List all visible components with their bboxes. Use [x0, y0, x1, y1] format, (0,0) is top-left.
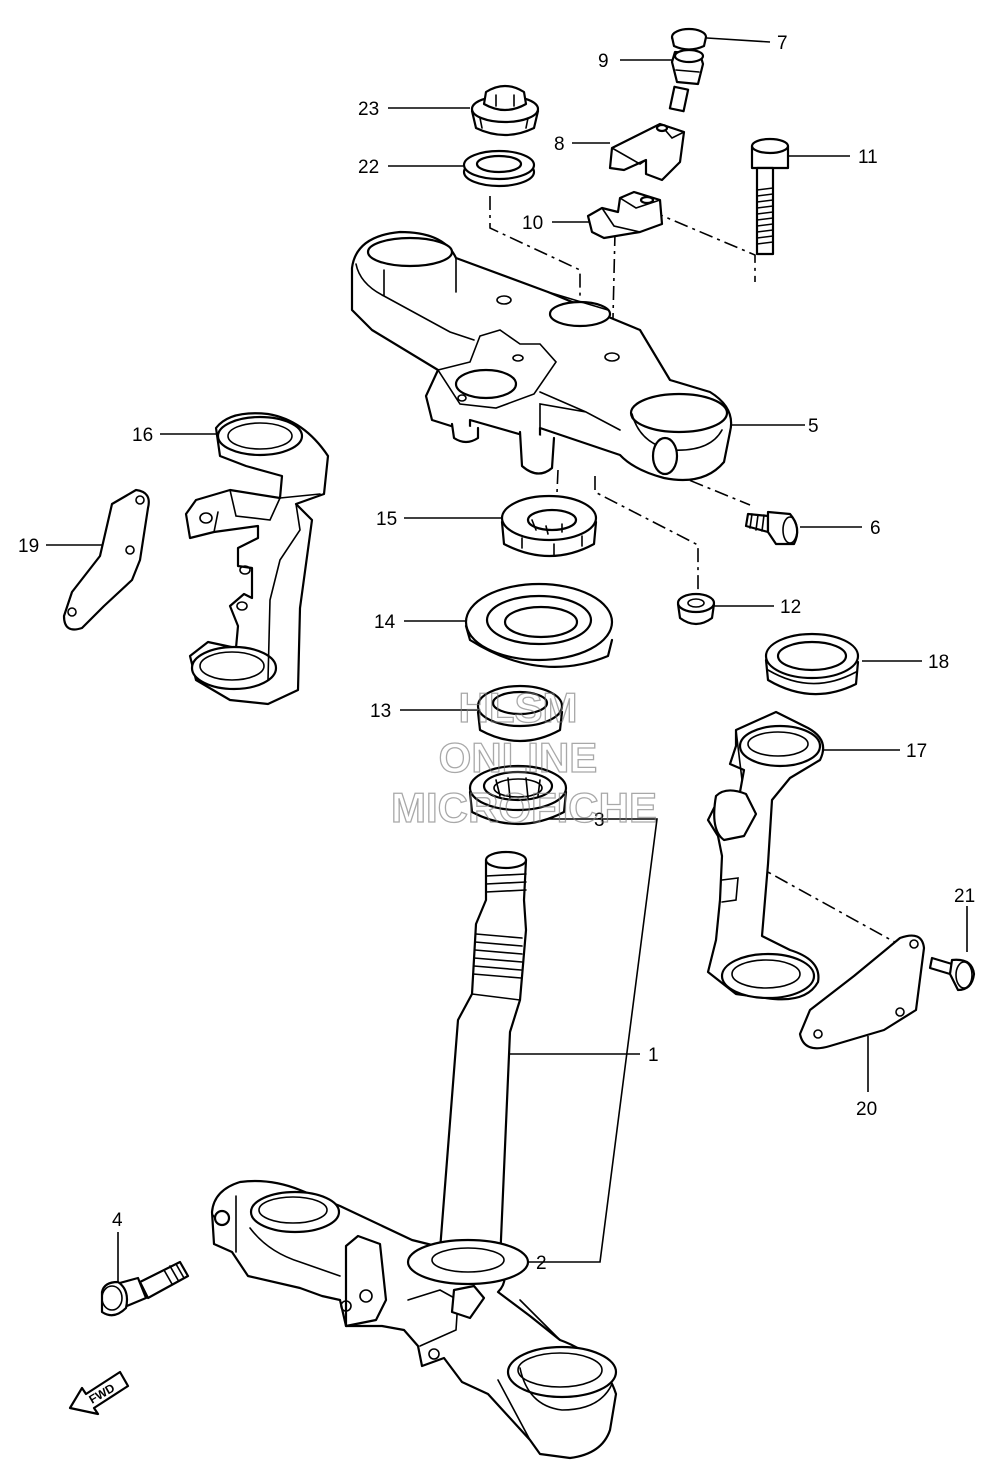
part-10-handlebar-holder-lower: [586, 190, 664, 240]
part-3-bearing-race: [468, 764, 568, 826]
part-9-bolt: [668, 48, 705, 113]
callout-14: 14: [374, 612, 396, 633]
callout-22: 22: [358, 157, 379, 178]
callout-7: 7: [777, 33, 788, 54]
callout-5: 5: [808, 416, 819, 437]
part-21-screw: [928, 956, 976, 992]
part-20-right-bracket-plate: [798, 934, 926, 1050]
part-12-nut: [676, 592, 716, 626]
part-16-left-fork-guard: [184, 412, 330, 706]
callout-12: 12: [780, 597, 801, 618]
part-11-long-bolt: [750, 137, 790, 256]
callout-23: 23: [358, 99, 379, 120]
part-14-dust-seal: [464, 582, 614, 668]
part-4-bolt: [100, 1260, 190, 1317]
part-17-right-fork-guard: [706, 710, 825, 1001]
part-23-cap-nut: [470, 84, 540, 137]
callout-11: 11: [858, 147, 878, 168]
callout-21: 21: [954, 886, 975, 907]
part-8-handlebar-holder-upper: [608, 122, 686, 182]
part-5-upper-bracket: [350, 230, 733, 482]
callout-20: 20: [856, 1099, 877, 1120]
leader-lines: [46, 37, 968, 1282]
callout-15: 15: [376, 509, 397, 530]
callout-1: 1: [648, 1045, 659, 1066]
callout-19: 19: [18, 536, 39, 557]
callout-4: 4: [112, 1210, 123, 1231]
watermark-line-2: ONLINE: [439, 734, 598, 781]
watermark: HLSM ONLINE MICROFICHE: [390, 683, 657, 831]
callout-labels: 1 2 3 4 5 6 7 8 9 10 11 12 13 14 15 16 1…: [18, 33, 975, 1274]
part-1-steering-stem: [438, 850, 528, 1264]
forward-arrow-icon: FWD: [68, 1370, 130, 1416]
part-18-seal: [764, 632, 860, 696]
part-6-bolt: [744, 510, 799, 546]
callout-13: 13: [370, 701, 391, 722]
part-7-cap: [670, 27, 708, 51]
part-2-lower-bracket: [210, 1179, 618, 1460]
part-13-bearing: [476, 684, 564, 743]
callout-10: 10: [522, 213, 543, 234]
part-22-washer: [462, 149, 536, 188]
callout-2: 2: [536, 1253, 547, 1274]
callout-8: 8: [554, 134, 565, 155]
callout-3: 3: [594, 810, 605, 831]
callout-16: 16: [132, 425, 153, 446]
callout-6: 6: [870, 518, 881, 539]
callout-18: 18: [928, 652, 949, 673]
watermark-line-3: MICROFICHE: [391, 784, 657, 831]
part-19-left-bracket-plate: [62, 488, 150, 631]
callout-9: 9: [598, 51, 609, 72]
part-15-steering-nut: [500, 494, 598, 558]
watermark-line-1: HLSM: [459, 684, 578, 731]
callout-17: 17: [906, 741, 927, 762]
